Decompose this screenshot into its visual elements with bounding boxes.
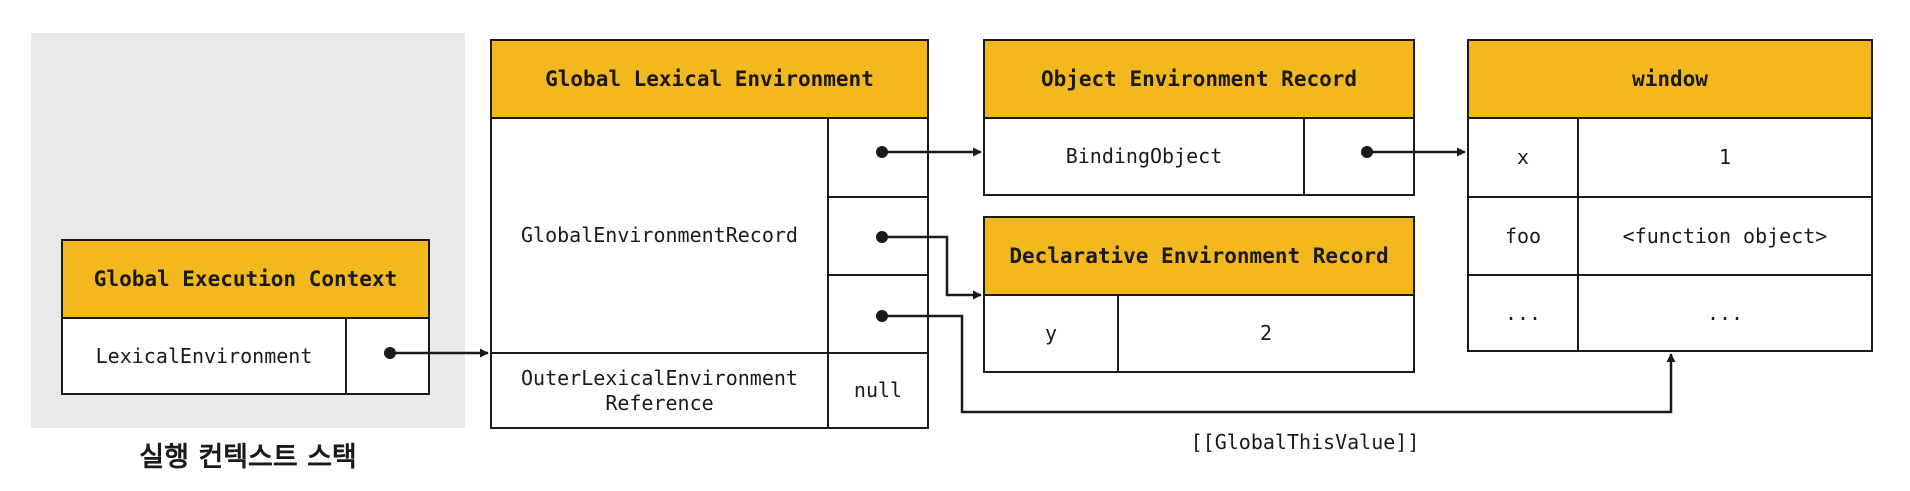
global-environment-record-label: GlobalEnvironmentRecord <box>521 223 798 247</box>
arrow-lexical-environment-to-gle <box>384 347 489 359</box>
der-divider <box>1117 296 1119 371</box>
window-value-x: 1 <box>1718 145 1732 169</box>
arrow-gle-to-object-record <box>876 146 982 158</box>
gle-column-divider <box>827 119 829 427</box>
der-value-y: 2 <box>1259 321 1273 345</box>
der-header: Declarative Environment Record <box>985 218 1413 296</box>
gle-outer-divider <box>492 352 927 354</box>
outer-lexical-environment-reference-label: OuterLexicalEnvironment Reference <box>521 365 798 415</box>
arrow-binding-object-to-window <box>1361 146 1466 158</box>
gle-slot-divider-1 <box>827 196 927 198</box>
window-key-x: x <box>1516 145 1530 169</box>
window-header: window <box>1469 41 1871 119</box>
oer-header: Object Environment Record <box>985 41 1413 119</box>
global-this-value-label: [[GlobalThisValue]] <box>1190 430 1420 454</box>
oer-divider <box>1303 119 1305 194</box>
declarative-environment-record: Declarative Environment Record y 2 <box>983 216 1415 373</box>
window-column-divider <box>1577 119 1579 350</box>
window-value-ellipsis: ... <box>1706 300 1744 325</box>
global-lexical-environment: Global Lexical Environment GlobalEnviron… <box>490 39 929 429</box>
binding-object-field: BindingObject <box>1065 144 1223 168</box>
global-execution-context: Global Execution Context LexicalEnvironm… <box>61 239 430 395</box>
gle-header: Global Lexical Environment <box>492 41 927 119</box>
gec-header: Global Execution Context <box>63 241 428 319</box>
arrow-gle-to-declarative-record <box>876 231 982 300</box>
object-environment-record: Object Environment Record BindingObject <box>983 39 1415 196</box>
arrow-global-this-value-to-window <box>876 310 1676 414</box>
der-key-y: y <box>1044 321 1058 345</box>
outer-reference-value: null <box>853 378 903 402</box>
gec-lexical-environment-field: LexicalEnvironment <box>95 343 313 368</box>
window-row-divider-2 <box>1469 274 1871 276</box>
window-key-ellipsis: ... <box>1504 300 1542 325</box>
window-value-foo: <function object> <box>1622 223 1828 248</box>
window-key-foo: foo <box>1504 223 1542 248</box>
execution-context-stack-label: 실행 컨텍스트 스택 <box>139 442 357 473</box>
window-object: window x 1 foo <function object> ... ... <box>1467 39 1873 352</box>
window-row-divider-1 <box>1469 196 1871 198</box>
gle-slot-divider-2 <box>827 274 927 276</box>
gec-divider <box>345 319 347 393</box>
